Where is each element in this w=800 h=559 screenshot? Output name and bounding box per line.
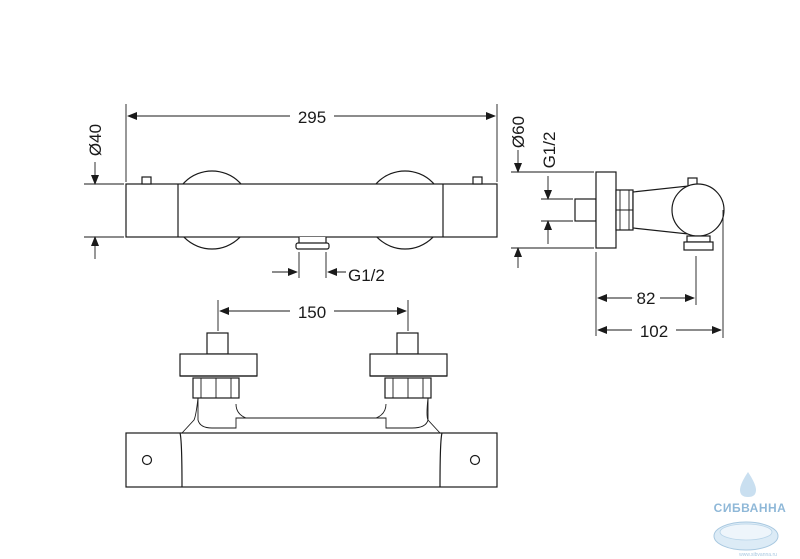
dim-overall-width: 295 — [125, 104, 498, 182]
dim-side-diameter: Ø60 — [509, 116, 594, 268]
dim-inlet-spacing: 150 — [217, 300, 409, 331]
overall-width-label: 295 — [298, 108, 326, 127]
side-diameter-label: Ø60 — [509, 116, 528, 148]
dim-side-thread: G1/2 — [540, 132, 573, 244]
dim-depth-outer: 102 — [597, 210, 724, 341]
depth-outer-label: 102 — [640, 322, 668, 341]
top-view — [125, 332, 498, 488]
left-pin — [141, 176, 152, 185]
watermark-url: www.sibvanna.ru — [739, 552, 777, 558]
watermark-brand: СИБВАННА — [714, 501, 787, 515]
left-inlet — [179, 332, 258, 399]
outlet-thread-label: G1/2 — [348, 266, 385, 285]
side-thread-label: G1/2 — [540, 132, 559, 169]
depth-inner-label: 82 — [637, 289, 656, 308]
side-view — [574, 171, 725, 251]
right-pin — [472, 176, 483, 185]
inlet-spacing-label: 150 — [298, 303, 326, 322]
top-mixer-body — [125, 432, 498, 488]
dim-depth-inner: 82 — [595, 252, 697, 336]
water-drop-icon — [740, 472, 756, 497]
body-diameter-label: Ø40 — [86, 124, 105, 156]
dim-outlet-thread: G1/2 — [272, 252, 385, 285]
mixer-body — [125, 183, 498, 238]
watermark-logo: СИБВАННА www.sibvanna.ru — [713, 472, 787, 558]
side-rosette — [595, 171, 617, 249]
right-inlet — [369, 332, 448, 399]
side-body-circle — [671, 183, 725, 237]
front-view — [125, 170, 498, 250]
dim-body-diameter: Ø40 — [84, 124, 124, 259]
